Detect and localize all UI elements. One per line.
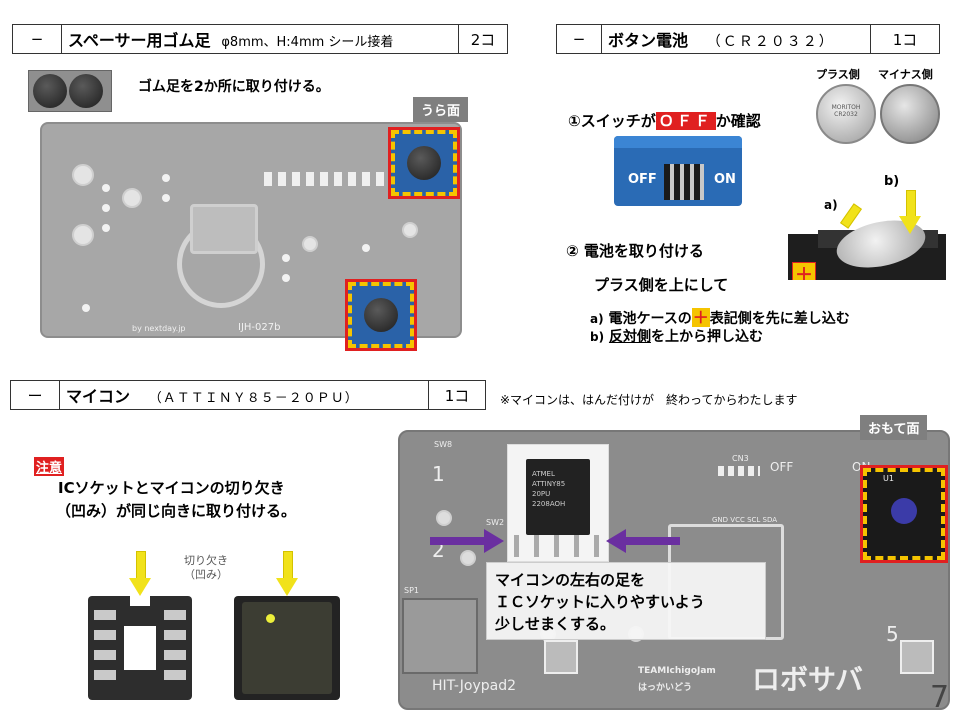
- rubber-foot-position-1: [388, 127, 460, 199]
- spacer-row: − スペーサー用ゴム足 φ8mm、H:4mm シール接着 2コ: [12, 24, 508, 54]
- step2-text: ② 電池を取り付ける: [566, 242, 704, 260]
- mcu-position-highlight: U1: [860, 465, 948, 563]
- rubber-foot-position-2: [345, 279, 417, 351]
- mcu-row: ー マイコン （ＡＴＴＩＮＹ８５－２０ＰＵ） 1コ: [10, 380, 486, 410]
- plus-mark: ＋: [691, 308, 710, 327]
- battery-insert-photo: b) a) ＋: [788, 170, 946, 280]
- arrow-right: [430, 529, 504, 553]
- switch-photo: OFF ON: [614, 136, 742, 206]
- instruction-b: b) 反対側を上から押し込む: [590, 329, 763, 345]
- mcu-note: ※マイコンは、はんだ付けが 終わってからわたします: [500, 393, 798, 407]
- battery-qty: 1コ: [870, 24, 940, 54]
- plus-side-text: プラス側を上にして: [594, 276, 729, 294]
- back-board-credit: by nextday.jp: [132, 324, 186, 333]
- spacer-spec: φ8mm、H:4mm シール接着: [221, 35, 394, 50]
- coin-minus-photo: [880, 84, 940, 144]
- photo-label-b: b): [884, 174, 900, 189]
- photo-label-a: a): [824, 198, 838, 212]
- coin-plus-photo: MORITOH CR2032: [816, 84, 876, 144]
- notch-label: 切り欠き （凹み）: [184, 554, 228, 581]
- mcu-spec: （ＡＴＴＩＮＹ８５－２０ＰＵ）: [148, 391, 359, 406]
- squeeze-arrows: [430, 529, 680, 553]
- chip-close-up-photo: ATMEL ATTINY85 20PU 2208AOH: [507, 444, 609, 562]
- battery-dash: −: [556, 24, 602, 54]
- page-number: 7: [930, 680, 950, 715]
- mcu-qty: 1コ: [428, 380, 486, 410]
- rubber-feet-photo: [28, 70, 112, 112]
- callout-box: マイコンの左右の足を ＩＣソケットに入りやすいよう 少しせまくする。: [486, 562, 766, 640]
- spacer-qty: 2コ: [458, 24, 508, 54]
- instruction-a: a) 電池ケースの＋表記側を先に差し込む: [590, 308, 850, 327]
- mcu-chip-photo: [234, 596, 340, 700]
- caution-line-1: ICソケットとマイコンの切り欠き: [58, 479, 285, 497]
- mcu-name: マイコン: [66, 387, 131, 406]
- notch-arrow-chip: [283, 551, 293, 581]
- mcu-dash: ー: [10, 380, 60, 410]
- off-highlight: ＯＦＦ: [655, 112, 716, 130]
- back-board-model: IJH-027b: [238, 322, 281, 333]
- label-minus-side: マイナス側: [878, 68, 933, 81]
- photo-plus-badge: ＋: [792, 262, 816, 280]
- spacer-instruction: ゴム足を2か所に取り付ける。: [138, 79, 330, 95]
- arrow-left: [606, 529, 680, 553]
- ic-socket-photo: [88, 596, 192, 700]
- battery-spec: （ＣＲ２０３２）: [706, 34, 835, 50]
- front-side-tag: おもて面: [860, 415, 928, 440]
- battery-row: − ボタン電池 （ＣＲ２０３２） 1コ: [556, 24, 940, 54]
- battery-name: ボタン電池: [608, 31, 689, 50]
- notch-arrow-socket: [136, 551, 146, 581]
- caution-tag: 注意: [34, 457, 65, 476]
- spacer-name: スペーサー用ゴム足: [68, 31, 211, 50]
- back-side-tag: うら面: [413, 97, 469, 122]
- spacer-dash: −: [12, 24, 62, 54]
- label-plus-side: プラス側: [816, 68, 860, 81]
- caution-line-2: （凹み）が同じ向きに取り付ける。: [56, 502, 297, 520]
